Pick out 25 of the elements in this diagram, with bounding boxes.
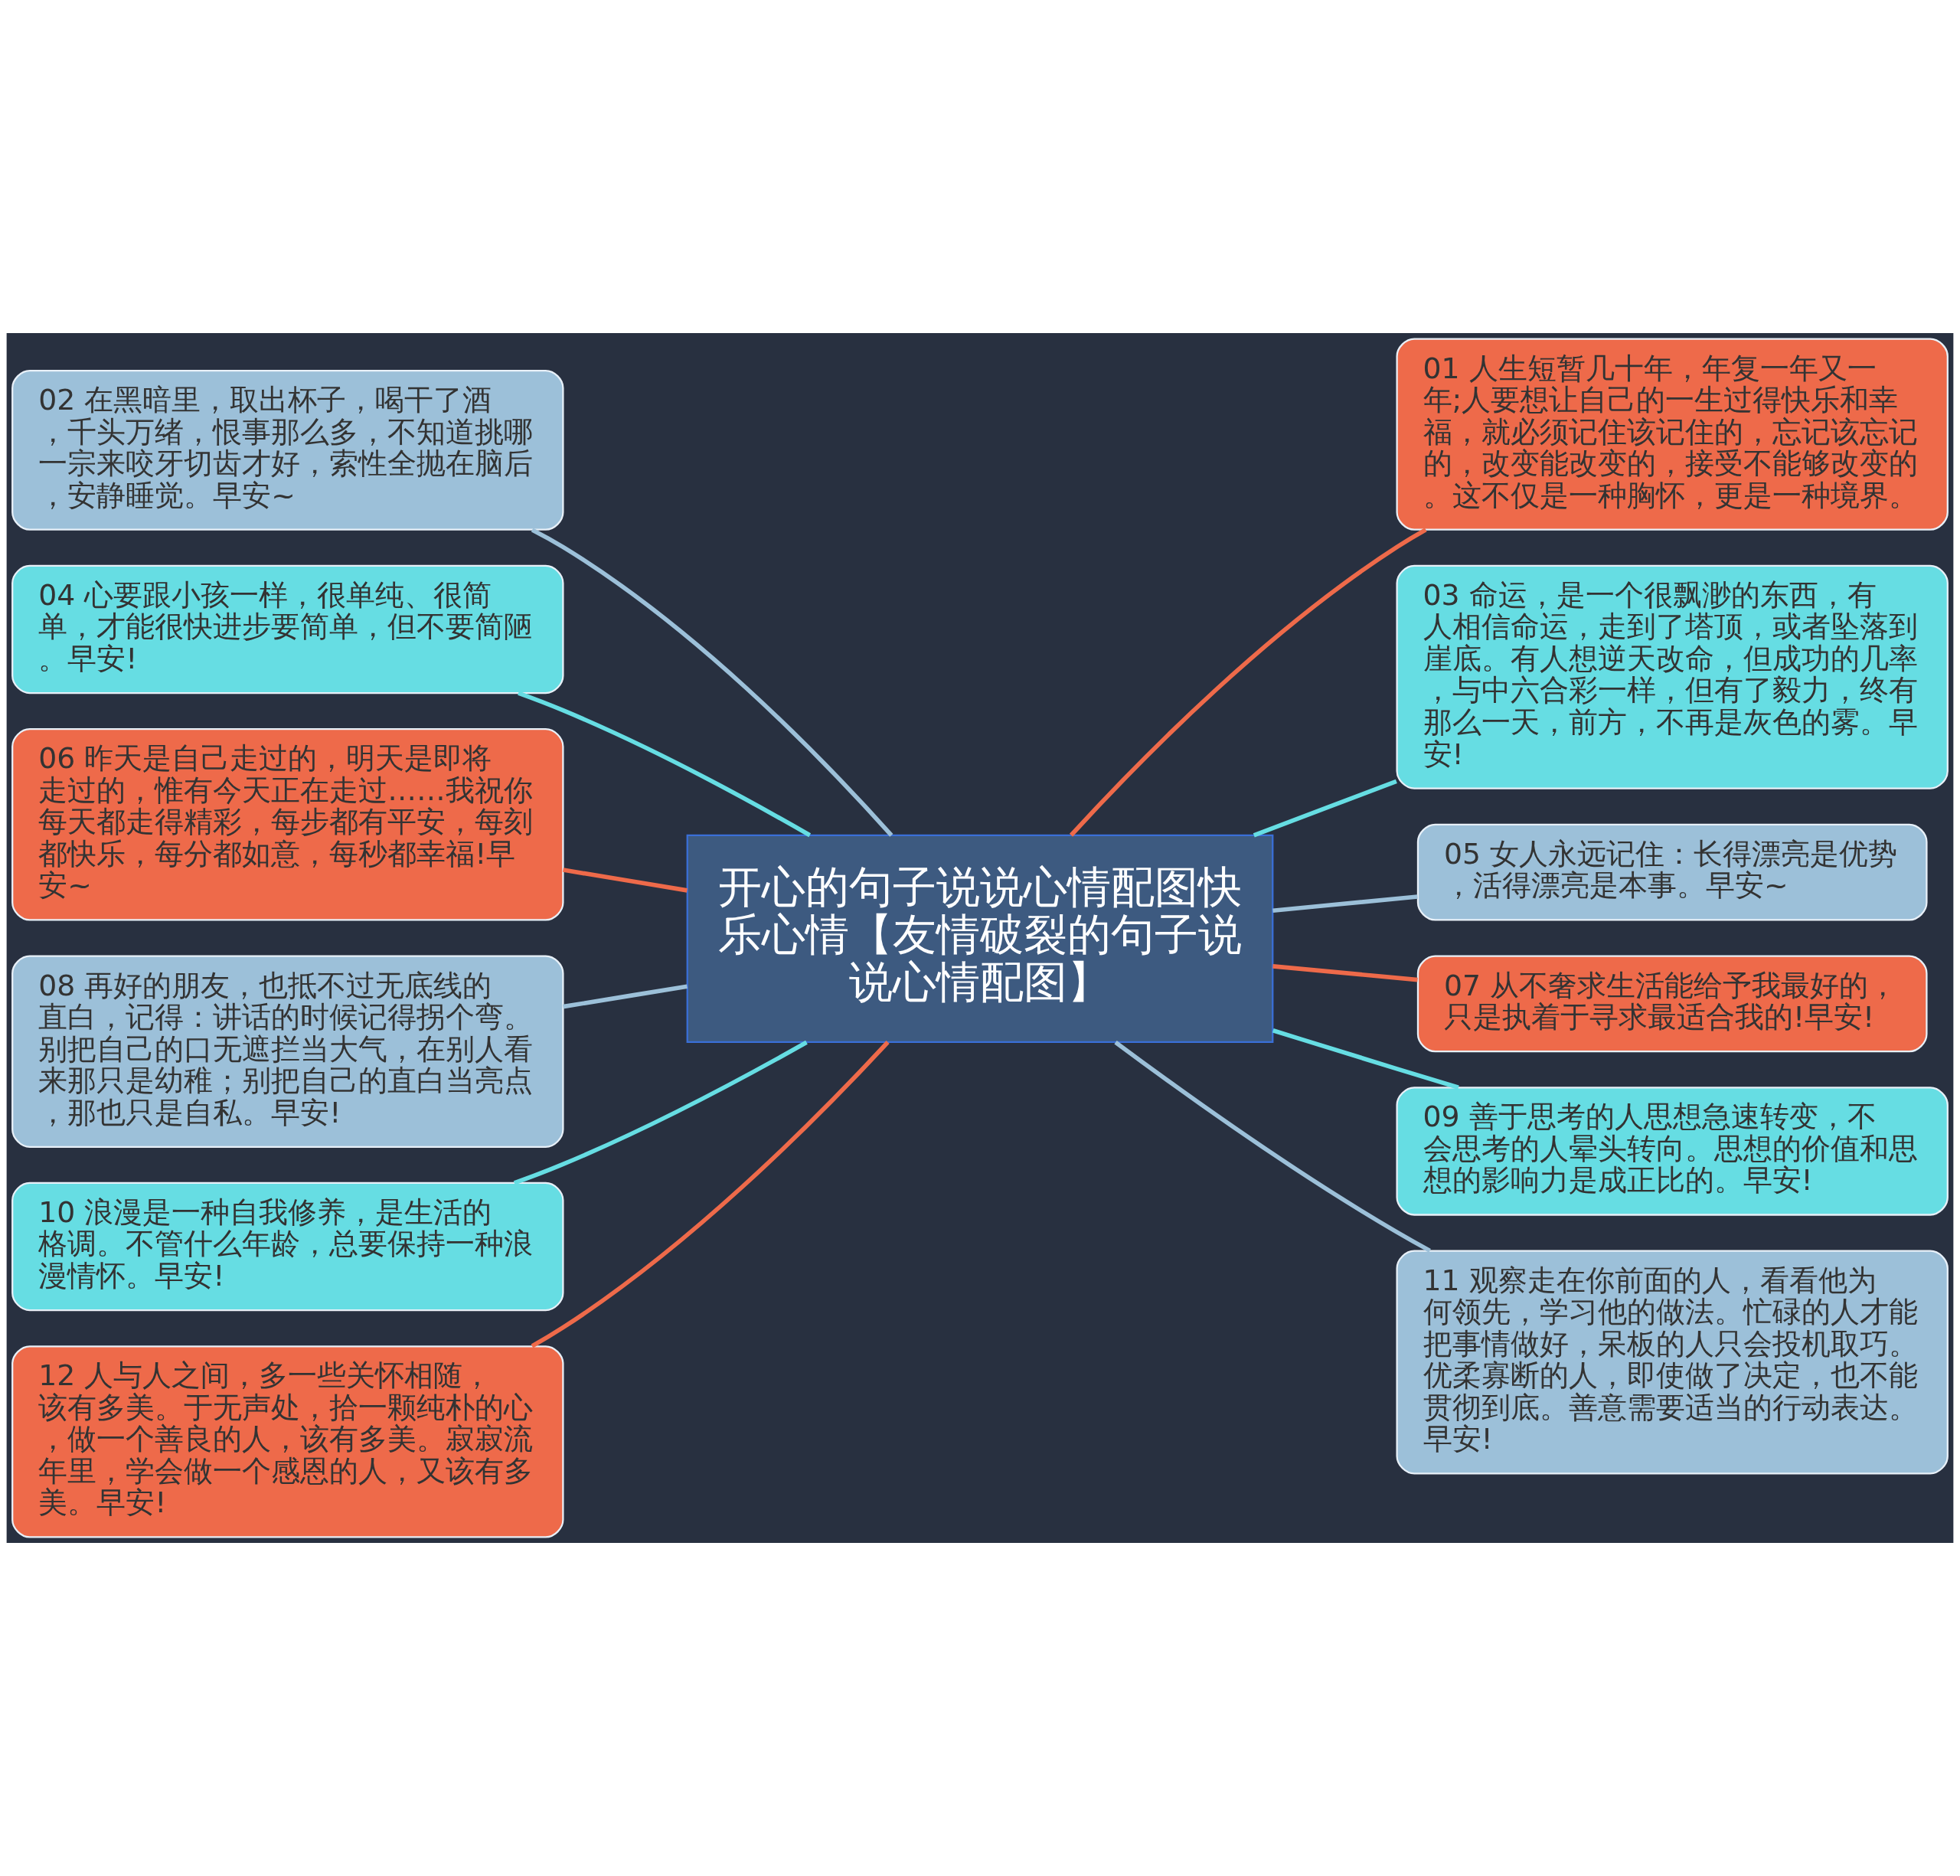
node-box: 03 命运，是一个很飘渺的东西，有人相信命运，走到了塔顶，或者坠落到崖底。有人想逆天改命，但成功的几率，与中六合彩一样，但有了毅力，终有那么一天，前方，不再是灰色的雾。早安!: [1396, 564, 1949, 789]
node-box: 08 再好的朋友，也抵不过无底线的直白，记得：讲话的时候记得拐个弯。别把自己的口无遮拦当大气，在别人看来那只是幼稚；别把自己的直白当亮点，那也只是自私。早安!: [11, 955, 564, 1148]
node-box: 12 人与人之间，多一些关怀相随，该有多美。于无声处，拾一颗纯朴的心，做一个善良的人，该有多美。寂寂流年里，学会做一个感恩的人，又该有多美。早安!: [11, 1345, 564, 1538]
connector: [1069, 528, 1427, 837]
node-box: 06 昨天是自己走过的，明天是即将走过的，惟有今天正在走过……我祝你每天都走得精彩，每步都有平安，每刻都快乐，每分都如意，每秒都幸福!早安~: [11, 728, 564, 921]
connector: [563, 868, 688, 893]
connector: [1272, 894, 1418, 913]
node-box: 02 在黑暗里，取出杯子，喝干了酒，千头万绪，恨事那么多，不知道挑哪一宗来咬牙切齿才好，索性全抛在脑后，安静睡觉。早安~: [11, 369, 564, 531]
node-box: 04 心要跟小孩一样，很单纯、很简单，才能很快进步要简单，但不要简陋。早安!: [11, 564, 564, 695]
connector: [531, 528, 893, 837]
connector: [563, 984, 688, 1009]
connector: [1253, 779, 1397, 838]
node-box: 11 观察走在你前面的人，看看他为何领先，学习他的做法。忙碌的人才能把事情做好，呆板的人只会投机取巧。优柔寡断的人，即使做了决定，也不能贯彻到底。善意需要适当的行动表达。早安!: [1396, 1250, 1949, 1475]
node-box: 开心的句子说说心情配图快乐心情【友情破裂的句子说说心情配图】: [686, 834, 1274, 1044]
connector: [1272, 964, 1418, 982]
connector: [518, 691, 812, 838]
connector: [1272, 1028, 1459, 1090]
connector: [1114, 1040, 1431, 1253]
node-box: 09 善于思考的人思想急速转变，不会思考的人晕头转向。思想的价值和思想的影响力是成正比的。早安!: [1396, 1087, 1949, 1216]
node-box: 10 浪漫是一种自我修养，是生活的格调。不管什么年龄，总要保持一种浪漫情怀。早安!: [11, 1181, 564, 1312]
node-box: 07 从不奢求生活能给予我最好的，只是执着于寻求最适合我的!早安!: [1416, 955, 1928, 1053]
node-box: 05 女人永远记住：长得漂亮是优势，活得漂亮是本事。早安~: [1416, 823, 1928, 921]
connector: [513, 1040, 808, 1185]
connector: [531, 1041, 890, 1348]
node-box: 01 人生短暂几十年，年复一年又一年;人要想让自己的一生过得快乐和幸福，就必须记住该记住的，忘记该忘记的，改变能改变的，接受不能够改变的。这不仅是一种胸怀，更是一种境界。: [1396, 338, 1949, 531]
